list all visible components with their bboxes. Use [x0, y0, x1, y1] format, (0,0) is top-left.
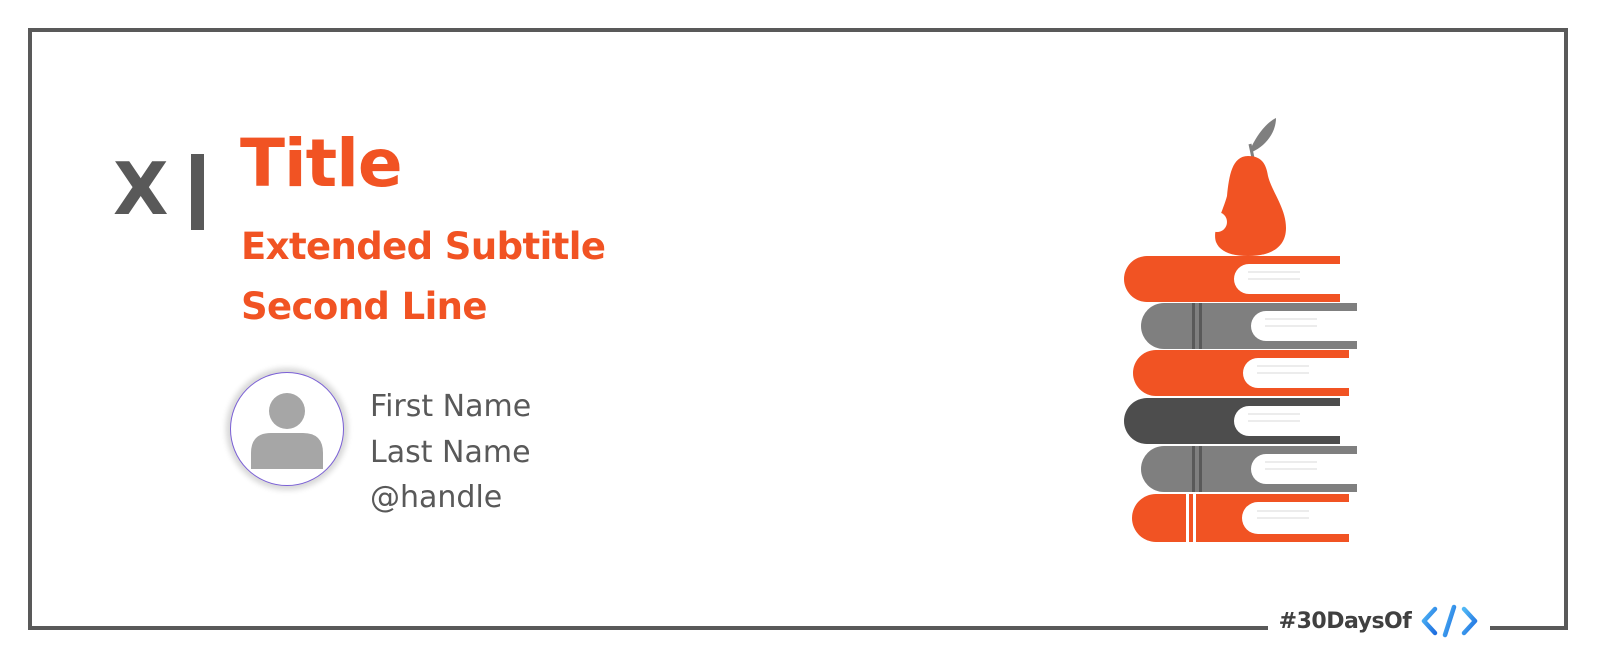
book-1 [1124, 256, 1340, 302]
user-silhouette-icon [251, 393, 323, 469]
subtitle-line-1: Extended Subtitle [241, 225, 606, 268]
pear-icon [1207, 118, 1286, 256]
series-label: X [113, 147, 169, 231]
book-4 [1124, 398, 1340, 444]
book-stack-illustration [1124, 118, 1357, 542]
author-info: First Name Last Name @handle [370, 384, 531, 521]
avatar [230, 372, 344, 486]
subtitle-line-2: Second Line [241, 285, 488, 328]
book-6 [1132, 494, 1349, 542]
book-3 [1133, 350, 1349, 396]
code-brackets-icon [1422, 604, 1478, 638]
book-2 [1141, 303, 1357, 349]
hashtag-label: #30DaysOf [1278, 608, 1412, 634]
subtitle: Extended Subtitle Second Line [241, 217, 606, 337]
author-handle: @handle [370, 480, 503, 515]
book-5 [1141, 446, 1357, 492]
author-last-name: Last Name [370, 434, 531, 470]
title-separator [191, 154, 204, 230]
branding: #30DaysOf [1268, 604, 1490, 638]
author-first-name: First Name [370, 389, 532, 424]
page-title: Title [240, 125, 403, 202]
card-frame [28, 28, 1568, 630]
